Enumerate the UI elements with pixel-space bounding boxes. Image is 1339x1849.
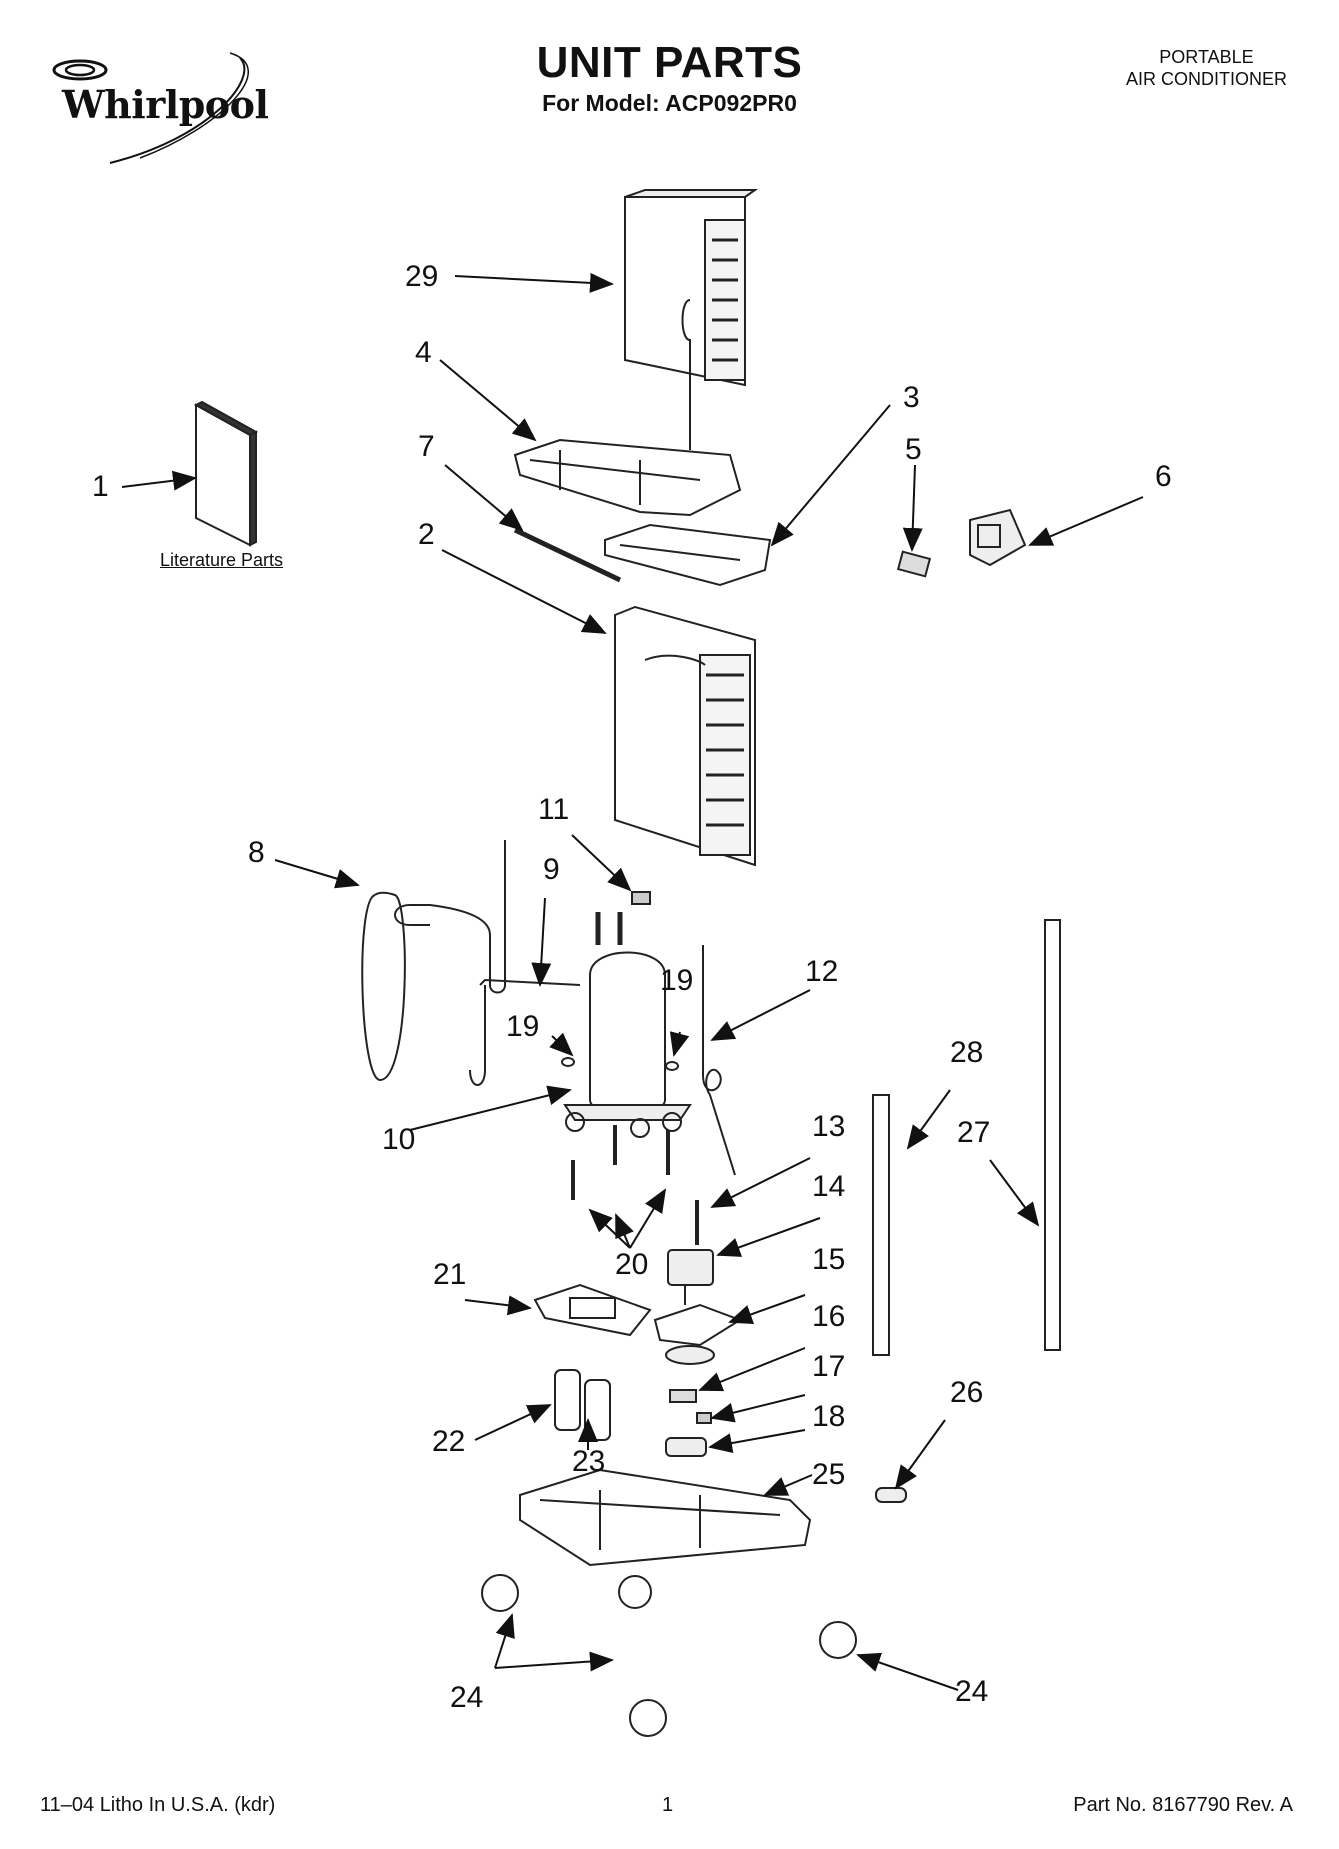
category-line-1: PORTABLE	[1159, 47, 1254, 67]
callout-19b: 19	[660, 964, 694, 997]
callout-24b: 24	[955, 1675, 989, 1708]
logo-swirl-icon	[52, 52, 249, 164]
part-4-drain-pan	[513, 438, 742, 517]
callout-18: 18	[812, 1400, 846, 1433]
part-26-plug	[875, 1487, 907, 1503]
part-19-grommet-right	[665, 1061, 679, 1071]
part-27-rail	[1044, 919, 1061, 1351]
callout-26: 26	[950, 1376, 984, 1409]
brand-wordmark: Whirlpool	[62, 82, 269, 127]
callout-5: 5	[905, 433, 922, 466]
callout-29: 29	[405, 260, 439, 293]
part-20-pins	[571, 1125, 670, 1200]
part-16-clip	[669, 1389, 697, 1403]
footer-page-number: 1	[662, 1794, 674, 1816]
callout-19a: 19	[506, 1010, 540, 1043]
leader-arrows	[121, 272, 1144, 1691]
part-14-relay	[667, 1249, 714, 1286]
part-6-housing	[969, 508, 1027, 567]
part-3-bracket	[604, 523, 772, 587]
callout-23: 23	[572, 1445, 606, 1478]
part-18-guard	[665, 1437, 707, 1457]
part-5-clip	[896, 550, 932, 578]
callout-21: 21	[433, 1258, 467, 1291]
part-19-grommet-left	[561, 1057, 575, 1067]
callout-14: 14	[812, 1170, 846, 1203]
callout-16: 16	[812, 1300, 846, 1333]
callout-12: 12	[805, 955, 839, 988]
callout-24a: 24	[450, 1681, 484, 1714]
category-line-2: AIR CONDITIONER	[1125, 69, 1287, 89]
part-9-tube	[479, 978, 581, 986]
part-25-base-pan	[519, 1468, 812, 1567]
part-11-grommet	[631, 891, 651, 905]
callout-15: 15	[812, 1243, 846, 1276]
callout-6: 6	[1155, 460, 1172, 493]
product-category: PORTABLE AIR CONDITIONER	[1126, 46, 1287, 90]
part-7-rod	[513, 527, 622, 583]
part-8-tubing	[361, 840, 506, 1086]
part-24-casters	[481, 1574, 857, 1737]
part-17-cap	[696, 1412, 712, 1424]
callout-11: 11	[538, 793, 570, 826]
footer-part-number: Part No. 8167790 Rev. A	[1073, 1794, 1293, 1816]
callout-7: 7	[418, 430, 435, 463]
callout-1: 1	[92, 470, 109, 503]
callout-27: 27	[957, 1116, 991, 1149]
page-title: UNIT PARTS	[536, 38, 803, 87]
callout-17: 17	[812, 1350, 846, 1383]
part-1-literature	[193, 400, 259, 547]
part-29-evaporator	[624, 189, 759, 450]
part-12-capillary	[702, 945, 736, 1176]
part-22-23-feet	[554, 1369, 611, 1441]
callout-20: 20	[615, 1248, 649, 1281]
literature-parts-label: Literature Parts	[160, 550, 284, 570]
callout-8: 8	[248, 836, 265, 869]
callout-22: 22	[432, 1425, 466, 1458]
part-21-base-plate	[533, 1283, 652, 1337]
part-28-rail	[872, 1094, 890, 1356]
callout-28: 28	[950, 1036, 984, 1069]
whirlpool-logo	[40, 48, 290, 168]
part-10-compressor	[563, 912, 692, 1138]
footer-litho: 11–04 Litho In U.S.A. (kdr)	[40, 1794, 276, 1816]
part-15-thermostat	[653, 1303, 743, 1365]
callout-2: 2	[418, 518, 435, 551]
callout-10: 10	[382, 1123, 416, 1156]
callout-13: 13	[812, 1110, 846, 1143]
model-line: For Model: ACP092PR0	[542, 90, 797, 116]
part-2-condenser	[614, 605, 756, 867]
callout-3: 3	[903, 381, 920, 414]
callout-4: 4	[415, 336, 432, 369]
callout-25: 25	[812, 1458, 846, 1491]
callout-9: 9	[543, 853, 560, 886]
